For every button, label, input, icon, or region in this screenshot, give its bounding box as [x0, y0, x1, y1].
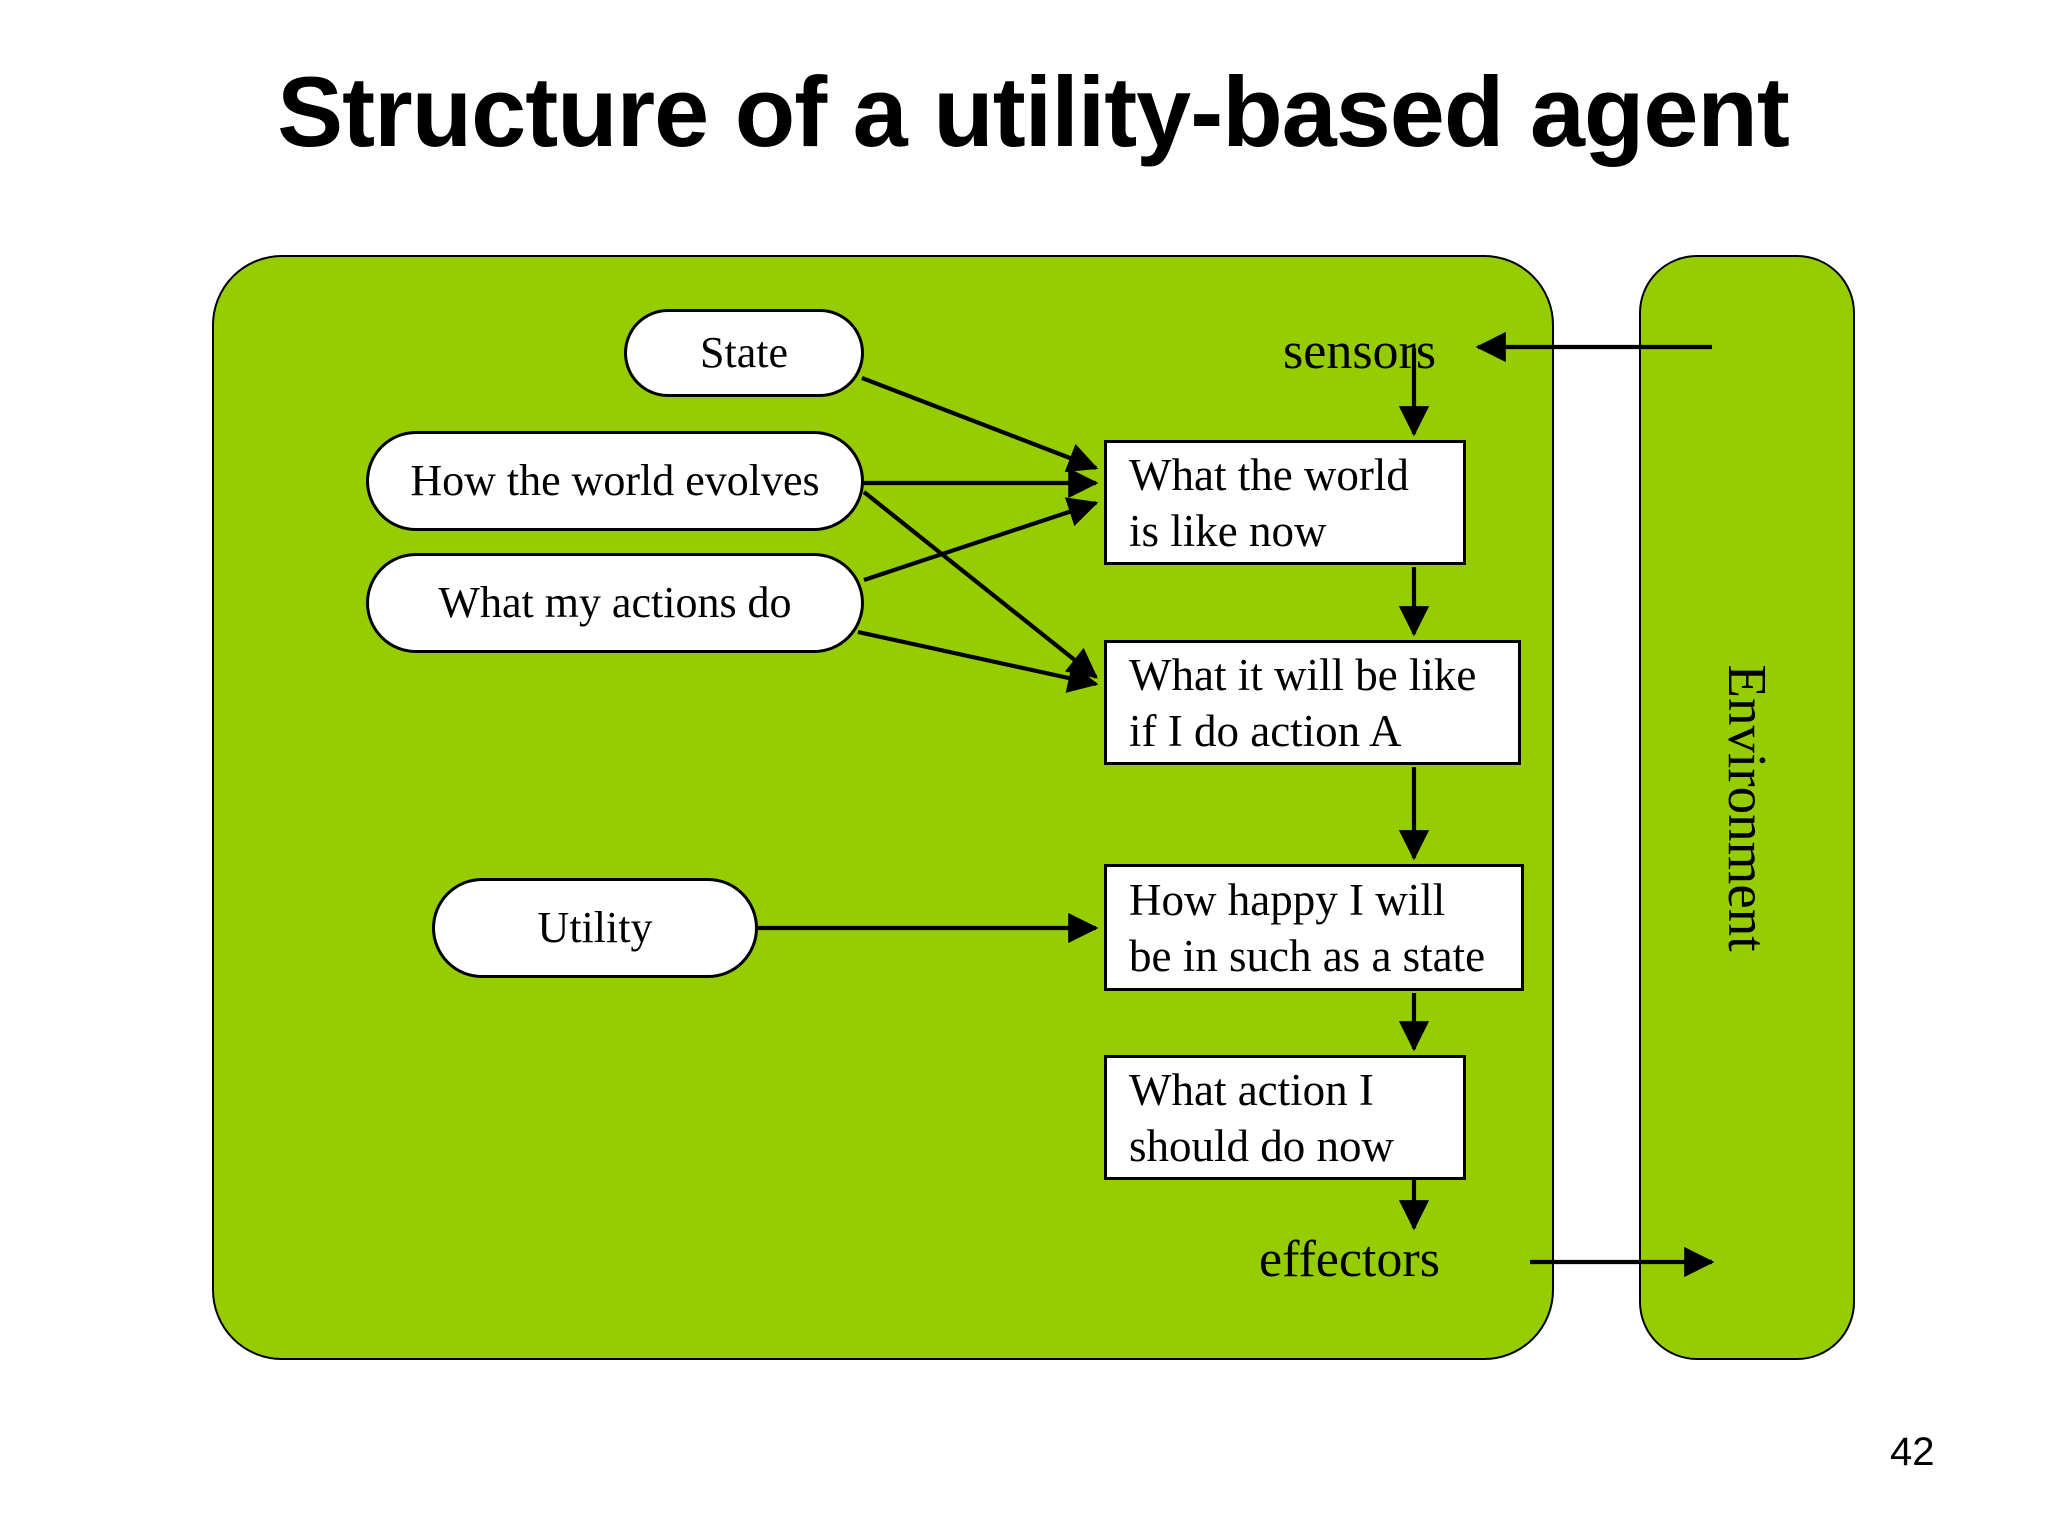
node-line-1: What the world: [1129, 449, 1409, 500]
page-number: 42: [1890, 1430, 1935, 1474]
environment-label: Environment: [1717, 663, 1778, 952]
node-how-the-world-evolves[interactable]: How the world evolves: [366, 431, 864, 531]
node-line-2: is like now: [1129, 505, 1327, 556]
node-line-1: How happy I will: [1129, 874, 1446, 925]
node-what-the-world-is-like-now[interactable]: What the world is like now: [1104, 440, 1466, 565]
node-line-1: What action I: [1129, 1064, 1374, 1115]
node-what-my-actions-do[interactable]: What my actions do: [366, 553, 864, 653]
sensors-label: sensors: [1283, 323, 1437, 380]
node-line-2: be in such as a state: [1129, 930, 1486, 981]
effectors-label: effectors: [1259, 1231, 1440, 1288]
node-state[interactable]: State: [624, 309, 864, 397]
node-how-happy-i-will-be-in-such-as-a-state[interactable]: How happy I will be in such as a state: [1104, 864, 1524, 991]
node-line-2: should do now: [1129, 1120, 1395, 1171]
node-utility[interactable]: Utility: [432, 878, 758, 978]
node-line-1: What it will be like: [1129, 649, 1477, 700]
agent-boundary-panel: [212, 255, 1554, 1360]
environment-panel: Environment: [1639, 255, 1855, 1360]
node-line-2: if I do action A: [1129, 705, 1402, 756]
node-what-action-i-should-do-now[interactable]: What action I should do now: [1104, 1055, 1466, 1180]
page-title: Structure of a utility-based agent: [277, 56, 1790, 167]
node-what-it-will-be-like-if-i-do-action-a[interactable]: What it will be like if I do action A: [1104, 640, 1521, 765]
